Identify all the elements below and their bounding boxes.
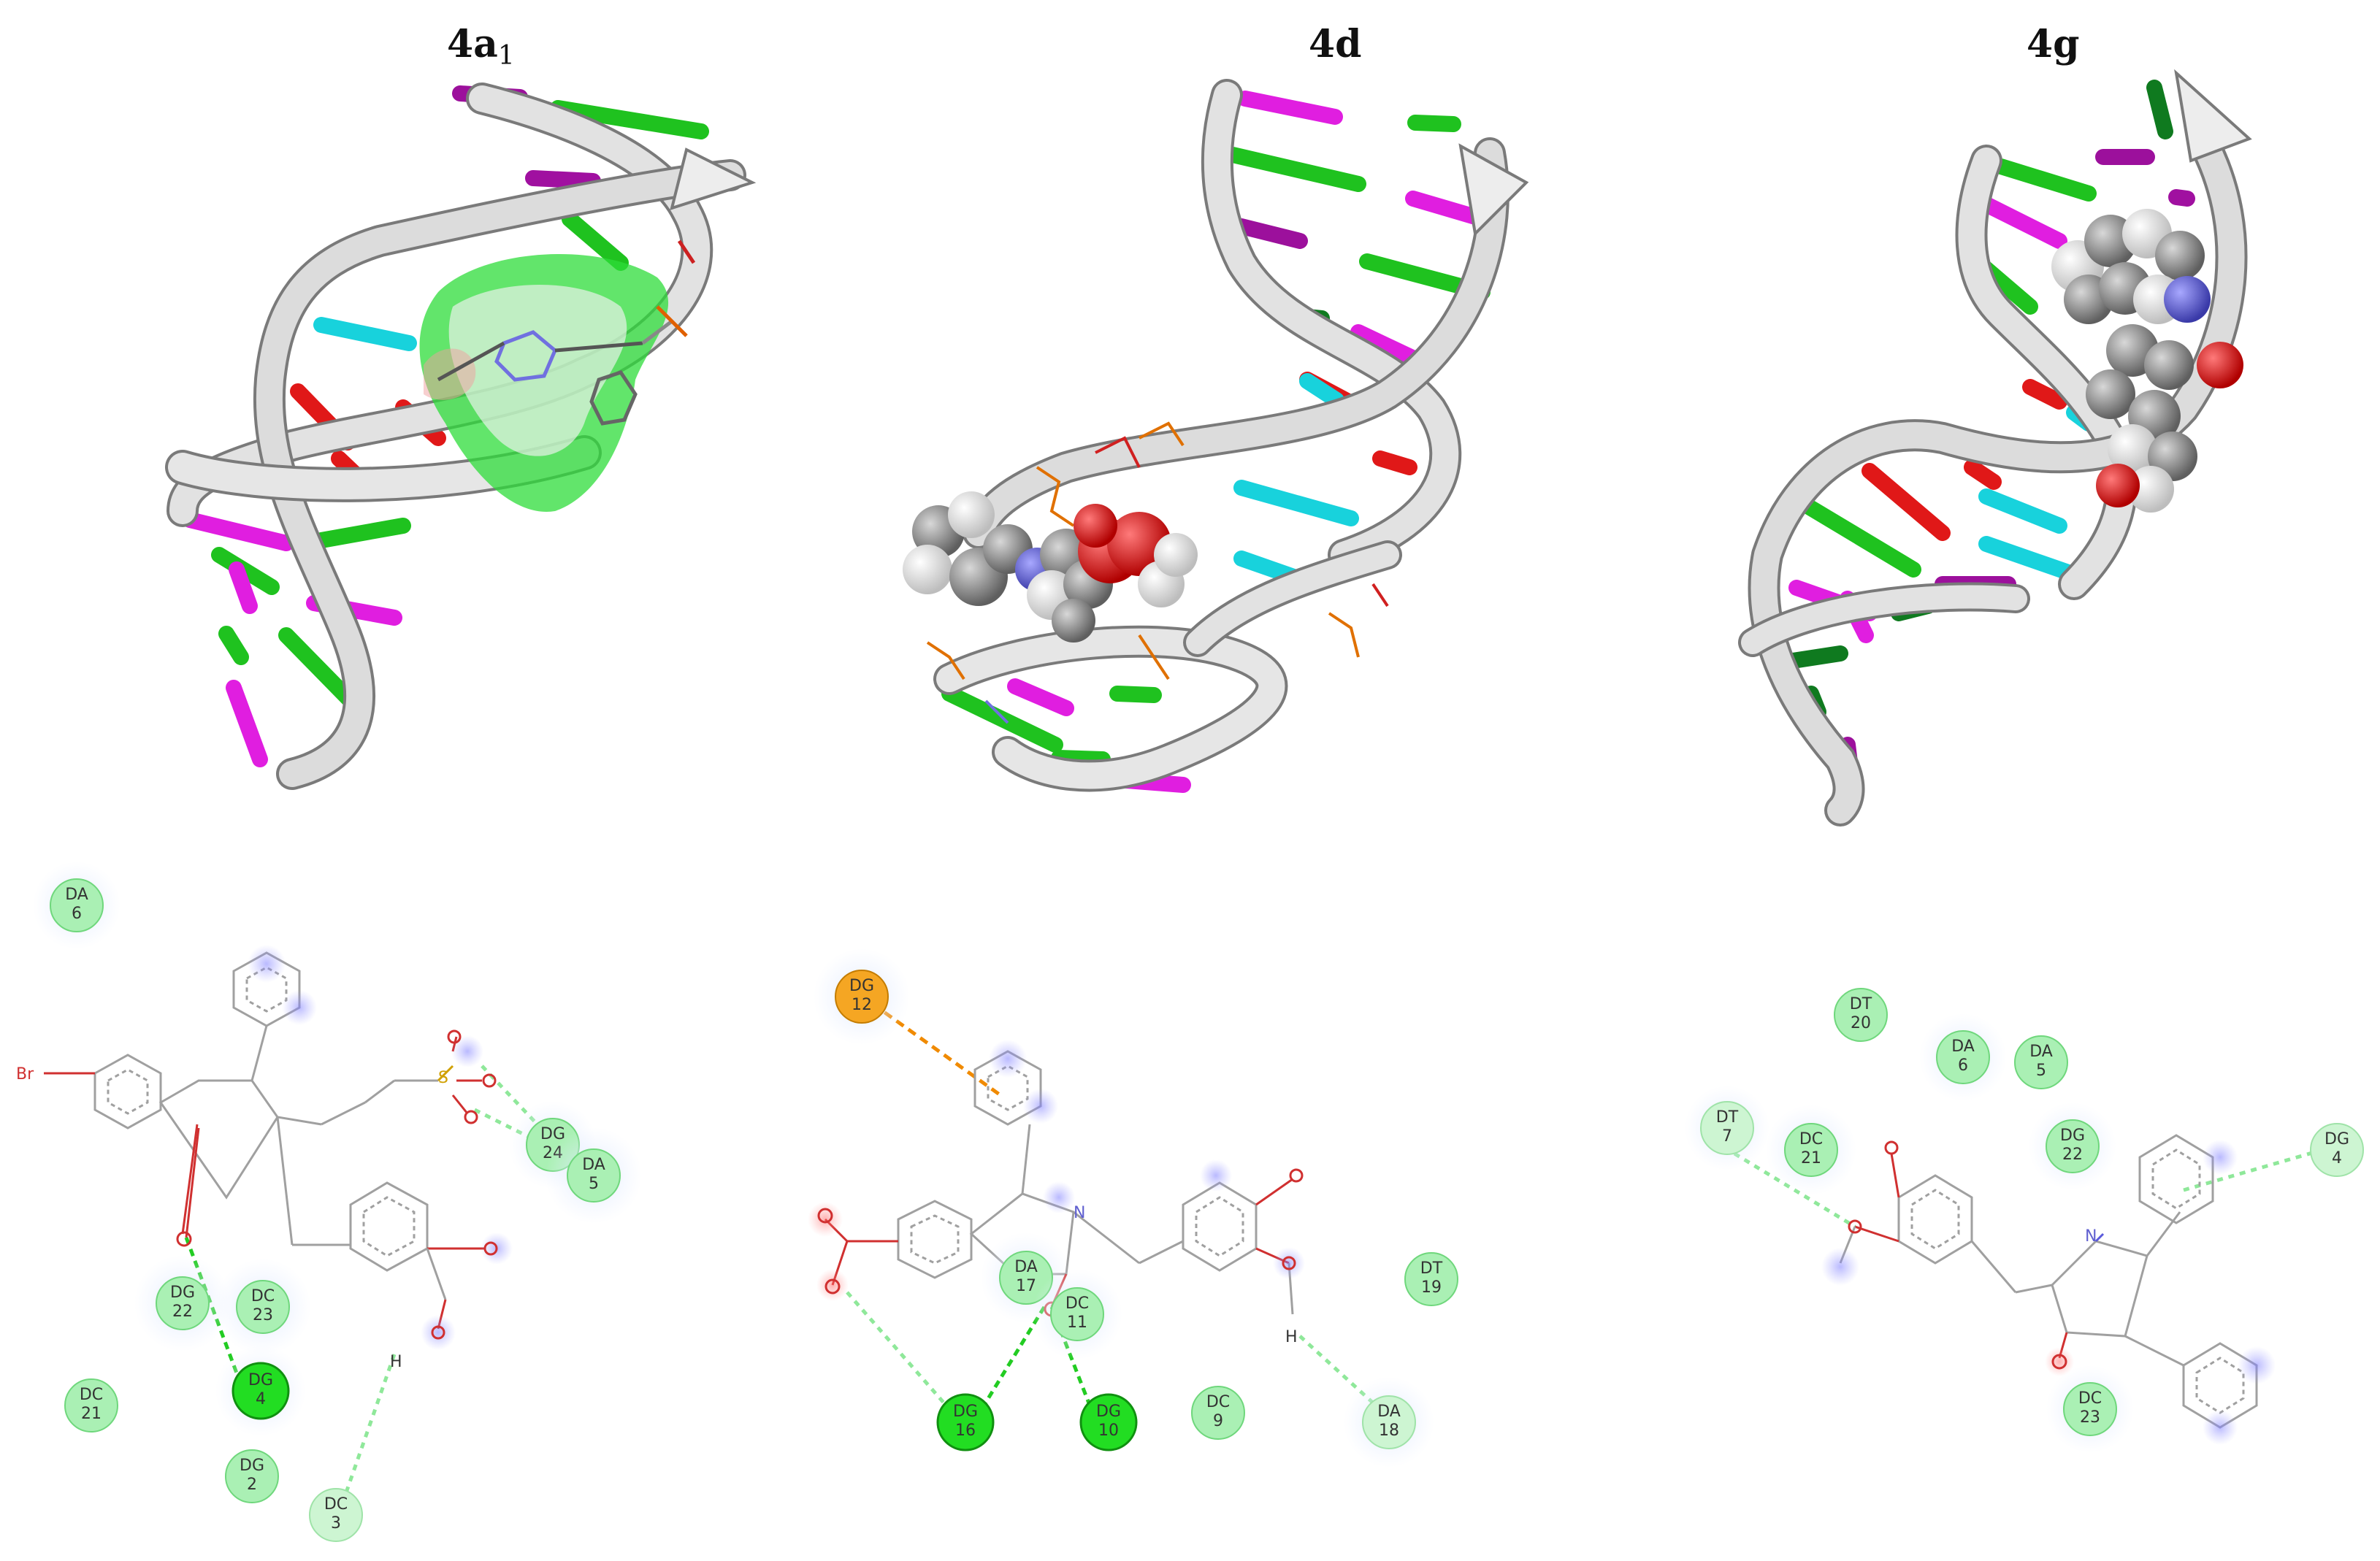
svg-text:DT: DT: [1850, 995, 1872, 1013]
residue-DT-7: DT 7: [1685, 1086, 1769, 1170]
residue-DA-6: DA 6: [33, 862, 120, 949]
dna-3d-view-4g: [1738, 69, 2252, 826]
svg-text:5: 5: [589, 1175, 599, 1193]
svg-text:DG: DG: [248, 1371, 273, 1389]
svg-text:7: 7: [1722, 1127, 1732, 1146]
svg-text:DA: DA: [1014, 1258, 1038, 1276]
atom-label-br: Br: [16, 1065, 34, 1084]
svg-text:4: 4: [2332, 1149, 2342, 1167]
atom-label-n-4d: N: [1074, 1204, 1085, 1222]
svg-text:2: 2: [247, 1476, 257, 1494]
residue-DG-4: DG 4: [2310, 1123, 2364, 1177]
svg-text:DC: DC: [1065, 1295, 1089, 1313]
svg-text:22: 22: [2062, 1146, 2083, 1164]
residue-DT-20: DT 20: [1834, 988, 1888, 1042]
svg-text:DG: DG: [2324, 1130, 2349, 1148]
residue-DC-3: DC 3: [309, 1488, 363, 1542]
svg-text:20: 20: [1851, 1014, 1871, 1032]
dna-3d-view-4d: [903, 79, 1529, 793]
svg-text:DC: DC: [1206, 1393, 1230, 1411]
svg-text:DA: DA: [1377, 1403, 1401, 1421]
residue-DG-12: DG 12: [814, 948, 910, 1045]
residue-DA-5: DA 5: [2014, 1035, 2068, 1089]
svg-text:DG: DG: [170, 1284, 195, 1302]
svg-text:10: 10: [1098, 1422, 1119, 1440]
svg-text:DA: DA: [65, 886, 88, 904]
ligand-spheres-4d: [903, 491, 1198, 643]
panel-title-4g: 4g: [2027, 22, 2080, 66]
residue-DA-18: DA 18: [1344, 1377, 1434, 1468]
svg-text:DG: DG: [240, 1457, 264, 1475]
svg-text:11: 11: [1067, 1313, 1087, 1332]
residue-DG-2: DG 2: [225, 1449, 279, 1503]
svg-text:DT: DT: [1716, 1108, 1739, 1127]
atom-label-n-4g: N: [2085, 1227, 2097, 1246]
interaction-diagram-4a1: Br S H DA 6 DG 2 4 DA 5: [16, 862, 642, 1542]
atom-label-h-4d: H: [1285, 1328, 1298, 1346]
svg-text:DC: DC: [251, 1287, 275, 1305]
residue-DC-23: DC 23: [2046, 1365, 2134, 1453]
svg-text:4: 4: [256, 1390, 266, 1408]
svg-text:DT: DT: [1420, 1259, 1443, 1278]
svg-text:DG: DG: [2060, 1127, 2085, 1145]
svg-text:23: 23: [253, 1306, 273, 1324]
svg-text:12: 12: [852, 996, 872, 1014]
residue-DG-4: DG 4: [215, 1346, 306, 1436]
svg-text:21: 21: [81, 1405, 102, 1423]
svg-text:DC: DC: [1799, 1130, 1823, 1148]
svg-text:DG: DG: [953, 1403, 978, 1421]
svg-text:9: 9: [1213, 1412, 1223, 1430]
svg-text:23: 23: [2080, 1408, 2100, 1427]
svg-text:22: 22: [172, 1303, 193, 1321]
residue-DC-9: DC 9: [1191, 1386, 1245, 1440]
residue-DC-23: DC 23: [215, 1259, 311, 1355]
residue-DC-11: DC 11: [1032, 1269, 1122, 1359]
svg-text:DC: DC: [80, 1386, 103, 1404]
residue-DA-5: DA 5: [546, 1127, 642, 1224]
interaction-diagram-4d: N H DG 12 DA 17 DC 11 DT 19 DG 16: [808, 948, 1458, 1468]
panel-title-4d: 4d: [1309, 22, 1362, 66]
residue-DG-10: DG 10: [1079, 1393, 1138, 1451]
svg-text:DC: DC: [324, 1495, 348, 1514]
ligand-spheres-4g: [2051, 209, 2243, 513]
svg-text:18: 18: [1379, 1422, 1399, 1440]
svg-text:21: 21: [1801, 1149, 1821, 1167]
residue-DC-21: DC 21: [64, 1378, 118, 1432]
svg-text:6: 6: [1958, 1056, 1968, 1075]
svg-text:DG: DG: [849, 977, 874, 995]
residue-DG-22: DG 22: [134, 1255, 231, 1351]
atom-label-s: S: [438, 1069, 448, 1087]
residue-DT-19: DT 19: [1404, 1252, 1458, 1306]
svg-text:DA: DA: [2029, 1043, 2053, 1061]
dna-3d-view-4a1: [165, 83, 757, 790]
residue-DC-21: DC 21: [1766, 1105, 1856, 1195]
svg-text:5: 5: [2036, 1062, 2046, 1080]
residue-DG-22: DG 22: [2029, 1102, 2116, 1190]
svg-text:19: 19: [1421, 1278, 1442, 1297]
svg-text:DA: DA: [1951, 1038, 1975, 1056]
svg-text:16: 16: [955, 1422, 976, 1440]
svg-text:3: 3: [331, 1514, 341, 1533]
svg-text:DC: DC: [2078, 1389, 2102, 1408]
svg-text:DG: DG: [1096, 1403, 1121, 1421]
residue-DA-6: DA 6: [1919, 1013, 2007, 1101]
svg-text:6: 6: [72, 905, 82, 923]
interaction-diagram-4g: N DT 20 DA 6 DA 5 DT 7 DC 21: [1685, 988, 2364, 1453]
panel-title-4a1: 4a1: [447, 22, 515, 71]
svg-text:DA: DA: [582, 1156, 605, 1174]
residue-DG-16: DG 16: [936, 1393, 995, 1451]
svg-text:17: 17: [1016, 1277, 1036, 1295]
atom-label-h: H: [390, 1353, 402, 1371]
